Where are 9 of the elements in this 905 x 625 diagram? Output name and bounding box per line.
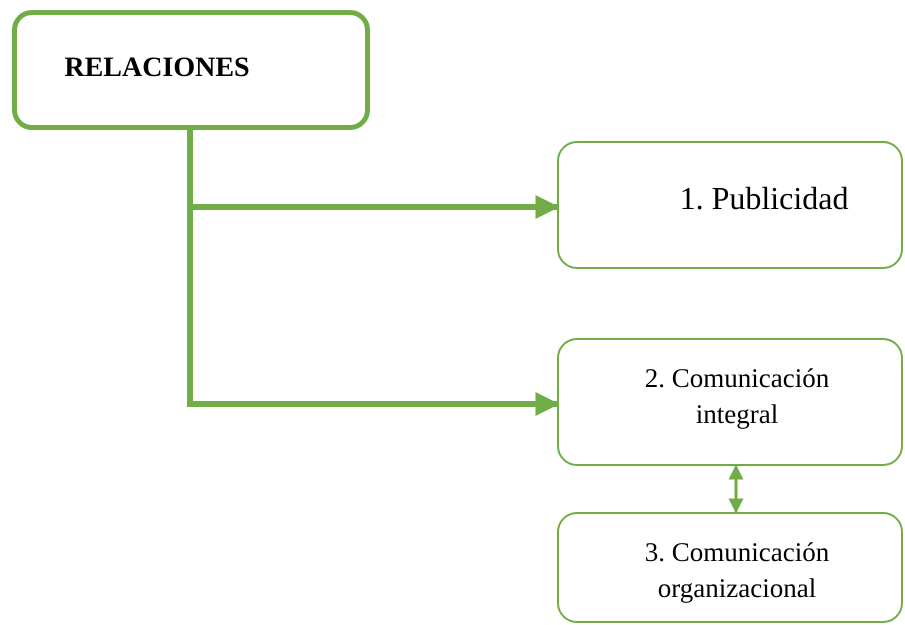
box-label: 3. Comunicación organizacional: [644, 536, 830, 606]
process-box: [557, 141, 903, 269]
process-box: [12, 10, 370, 130]
process-box: [557, 512, 903, 623]
arrow: [728, 464, 744, 514]
box-label: RELACIONES: [63, 51, 251, 85]
box-label: 1. Publicidad: [678, 179, 850, 218]
box-label: 2. Comunicación integral: [644, 362, 830, 432]
process-box: [557, 338, 903, 466]
